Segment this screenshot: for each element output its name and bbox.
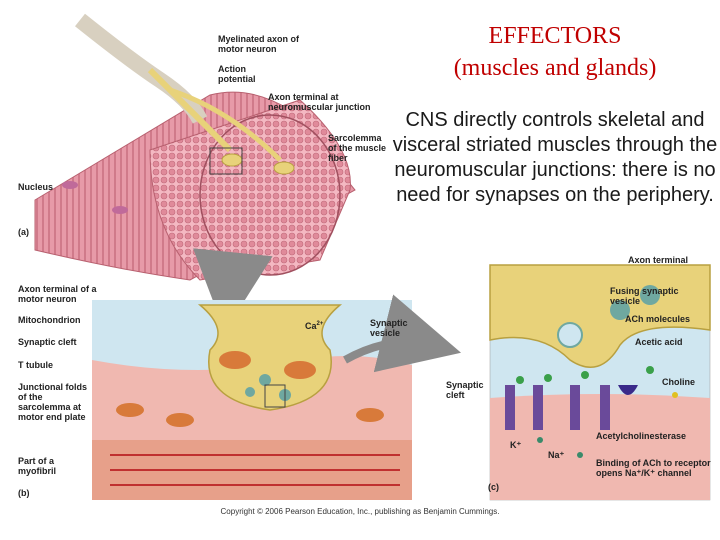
panel-b-letter: (b) — [18, 488, 30, 498]
label-mitochondrion: Mitochondrion — [18, 315, 81, 325]
label-sarcolemma: Sarcolemma of the muscle fiber — [328, 133, 387, 163]
label-binding-ach: Binding of ACh to receptor opens Na⁺/K⁺ … — [596, 458, 711, 478]
label-acetylcholinesterase: Acetylcholinesterase — [596, 431, 687, 441]
panel-c-letter: (c) — [488, 482, 499, 492]
slide-body-text: CNS directly controls skeletal and visce… — [392, 109, 718, 206]
panel-a-letter: (a) — [18, 227, 29, 237]
slide-title: EFFECTORS (muscles and glands) — [410, 20, 700, 84]
label-axon-terminal-c: Axon terminal — [628, 255, 689, 265]
label-k-plus: K⁺ — [510, 440, 522, 450]
arrow-a-to-b — [192, 248, 273, 332]
title-line-1: EFFECTORS — [488, 23, 622, 49]
title-line-2: (muscles and glands) — [453, 55, 657, 81]
label-choline: Choline — [662, 377, 695, 387]
label-axon-terminal-motor-neuron: Axon terminal of a motor neuron — [18, 284, 97, 304]
arrow-b-to-c — [343, 294, 462, 373]
label-myelinated-axon: Myelinated axon of motor neuron — [218, 34, 300, 54]
label-nucleus: Nucleus — [18, 182, 54, 192]
label-ca-ion: Ca2+ — [305, 319, 323, 331]
label-action-potential: Action potential — [218, 64, 256, 84]
panel-a-graphic — [34, 13, 356, 281]
copyright-notice: Copyright © 2006 Pearson Education, Inc.… — [220, 507, 500, 516]
label-acetic-acid: Acetic acid — [635, 337, 683, 347]
panel-b-graphic — [92, 300, 412, 500]
label-t-tubule: T tubule — [18, 360, 53, 370]
label-synaptic-cleft-c: Synaptic cleft — [446, 380, 484, 400]
label-ca-charge: 2+ — [316, 321, 324, 327]
label-synaptic-cleft-b: Synaptic cleft — [18, 337, 77, 347]
label-synaptic-vesicle: Synaptic vesicle — [370, 318, 408, 338]
label-na-plus: Na⁺ — [548, 450, 565, 460]
label-ach-molecules: ACh molecules — [625, 314, 691, 324]
label-myofibril: Part of a myofibril — [18, 456, 57, 476]
label-junctional-folds: Junctional folds of the sarcolemma at mo… — [18, 382, 88, 422]
panel-c-graphic — [489, 264, 711, 501]
label-ca: Ca — [305, 321, 317, 331]
label-fusing-vesicle: Fusing synaptic vesicle — [610, 286, 679, 306]
label-axon-terminal-nmj: Axon terminal at neuromuscular junction — [268, 92, 371, 112]
